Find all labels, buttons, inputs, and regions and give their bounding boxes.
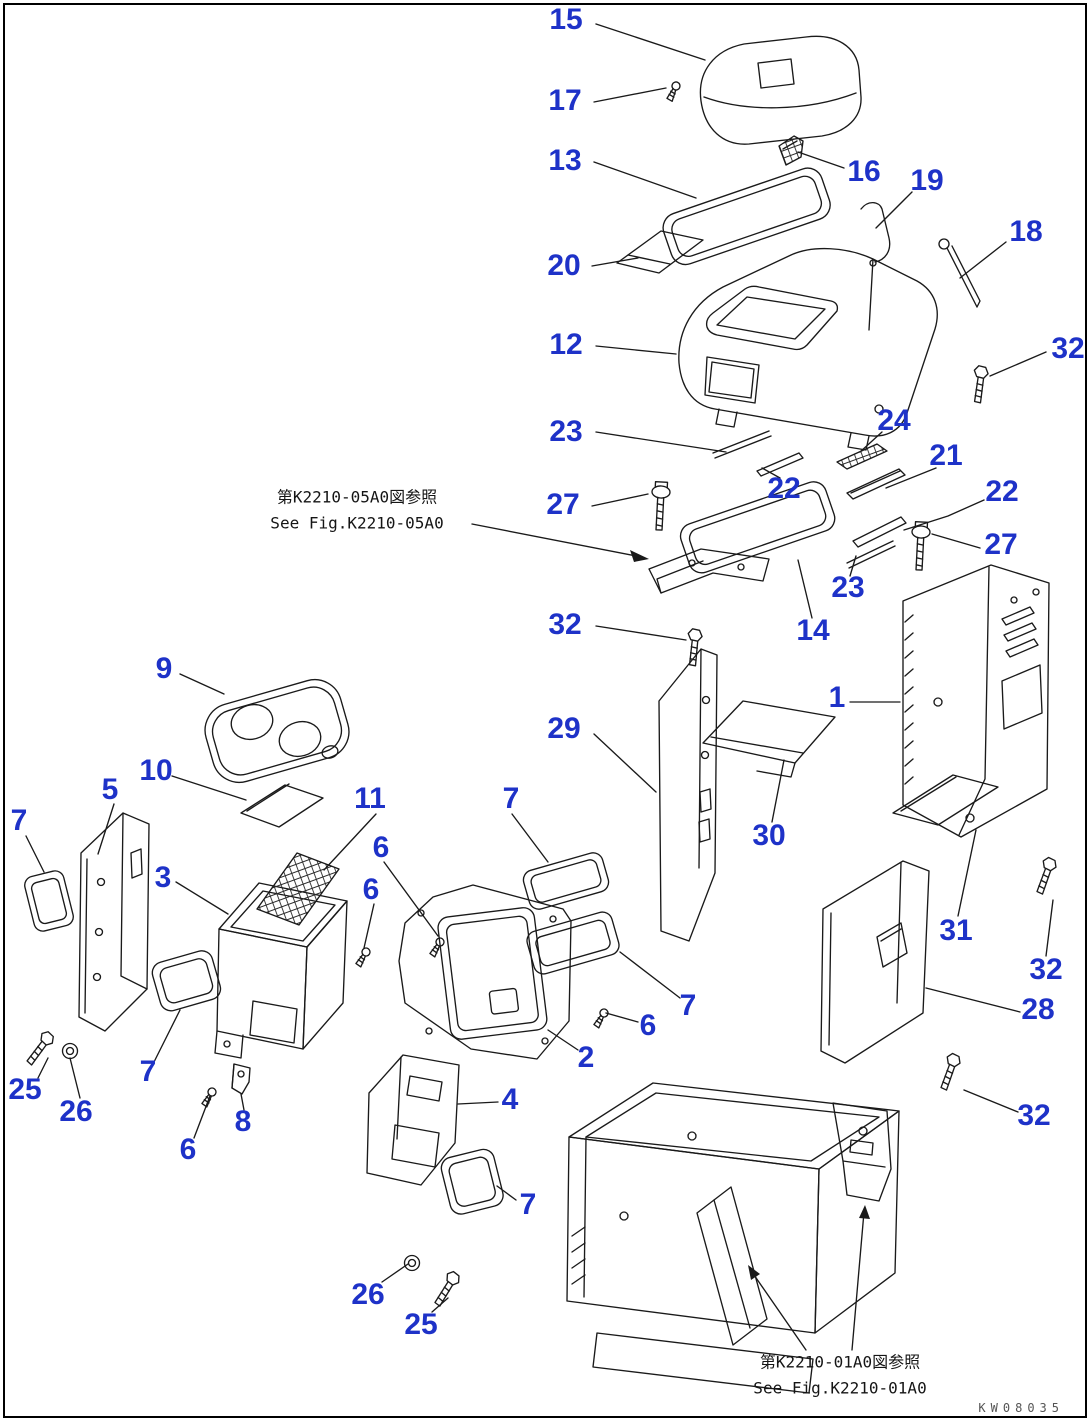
part-callout-26: 26 <box>59 1095 93 1128</box>
see-fig-ref-05a0-jp: 第K2210-05A0図参照 <box>276 487 438 507</box>
drawing-code: KW08035 <box>978 1401 1064 1415</box>
part-callout-7: 7 <box>139 1055 157 1088</box>
part-callout-27: 27 <box>984 528 1018 561</box>
see-fig-ref-05a0: 第K2210-05A0図参照 See Fig.K2210-05A0 <box>270 485 443 538</box>
part-callout-26: 26 <box>351 1278 385 1311</box>
part-callout-5: 5 <box>101 773 119 806</box>
part-callout-22: 22 <box>767 472 801 505</box>
part-7-gasket-far-left <box>24 870 74 932</box>
see-fig-ref-01a0: 第K2210-01A0図参照 See Fig.K2210-01A0 <box>753 1350 926 1403</box>
part-callout-7: 7 <box>10 804 28 837</box>
arrowheads <box>630 550 870 1280</box>
part-16-clip <box>778 135 804 166</box>
part-20-strip <box>616 230 704 274</box>
part-callout-20: 20 <box>547 249 581 282</box>
part-31-strip <box>892 774 999 826</box>
see-fig-ref-01a0-jp: 第K2210-01A0図参照 <box>759 1352 921 1372</box>
part-callout-24: 24 <box>877 404 911 437</box>
part-callout-11: 11 <box>354 782 386 815</box>
part-callout-32: 32 <box>1017 1099 1051 1132</box>
see-fig-ref-01a0-en: See Fig.K2210-01A0 <box>753 1379 927 1398</box>
part-callout-6: 6 <box>179 1133 197 1166</box>
part-28-side-panel <box>820 860 930 1064</box>
part-callout-17: 17 <box>548 84 582 117</box>
part-callout-6: 6 <box>362 873 380 906</box>
part-callout-22: 22 <box>985 475 1019 508</box>
part-22-trim-strips <box>756 452 907 548</box>
part-callout-27: 27 <box>546 488 580 521</box>
part-9-cup-holder <box>204 678 350 784</box>
floor-box-assembly <box>566 1082 900 1394</box>
part-callout-2: 2 <box>577 1041 595 1074</box>
part-callout-25: 25 <box>8 1073 42 1106</box>
part-callout-30: 30 <box>752 819 786 852</box>
part-callout-7: 7 <box>519 1188 537 1221</box>
part-callout-32: 32 <box>1051 332 1085 365</box>
part-10-pad <box>240 783 324 828</box>
part-7-gasket-bottom <box>440 1148 504 1215</box>
part-13-seal <box>662 167 831 266</box>
part-14-seal <box>679 481 836 574</box>
part-8-clip <box>231 1063 251 1095</box>
part-callout-3: 3 <box>154 861 172 894</box>
bracket-see-fig-05a0 <box>648 548 770 594</box>
part-callout-14: 14 <box>796 614 830 647</box>
part-2-front-panel <box>398 884 572 1060</box>
part-callout-7: 7 <box>679 989 697 1022</box>
part-callout-9: 9 <box>155 652 173 685</box>
part-7-gasket-mid-left <box>151 950 222 1012</box>
part-callout-21: 21 <box>929 439 963 472</box>
part-callout-6: 6 <box>372 831 390 864</box>
part-callout-25: 25 <box>404 1308 438 1341</box>
part-callout-12: 12 <box>549 328 583 361</box>
see-fig-ref-05a0-en: See Fig.K2210-05A0 <box>270 514 444 533</box>
part-4-lower-duct <box>366 1054 460 1186</box>
part-callout-31: 31 <box>939 914 973 947</box>
part-callout-16: 16 <box>847 155 881 188</box>
part-15-top-lid <box>699 35 862 145</box>
leader-lines <box>25 23 1054 1351</box>
part-callout-15: 15 <box>549 3 583 36</box>
part-callout-32: 32 <box>548 608 582 641</box>
part-callout-7: 7 <box>502 782 520 815</box>
part-24-trim-strip <box>836 443 888 470</box>
part-30-plate <box>702 700 836 778</box>
part-callout-18: 18 <box>1009 215 1043 248</box>
part-callout-28: 28 <box>1021 993 1055 1026</box>
part-callout-23: 23 <box>549 415 583 448</box>
part-callout-6: 6 <box>639 1009 657 1042</box>
part-12-console-cover <box>678 247 938 451</box>
part-11-grille <box>256 852 340 926</box>
part-callout-13: 13 <box>548 144 582 177</box>
part-1-rear-panel <box>902 564 1050 838</box>
part-7-gasket-center-lower <box>526 911 620 975</box>
part-callout-8: 8 <box>234 1105 252 1138</box>
part-5-side-panel <box>78 812 150 1032</box>
part-callout-10: 10 <box>139 754 173 787</box>
part-callout-23: 23 <box>831 571 865 604</box>
part-21-trim-strip <box>846 468 906 500</box>
part-7-gasket-center-upper <box>522 852 610 910</box>
part-callout-1: 1 <box>828 681 846 714</box>
part-callout-29: 29 <box>547 712 581 745</box>
part-callout-4: 4 <box>501 1083 519 1116</box>
part-callout-32: 32 <box>1029 953 1063 986</box>
part-29-bracket <box>658 648 718 942</box>
part-callout-19: 19 <box>910 164 944 197</box>
